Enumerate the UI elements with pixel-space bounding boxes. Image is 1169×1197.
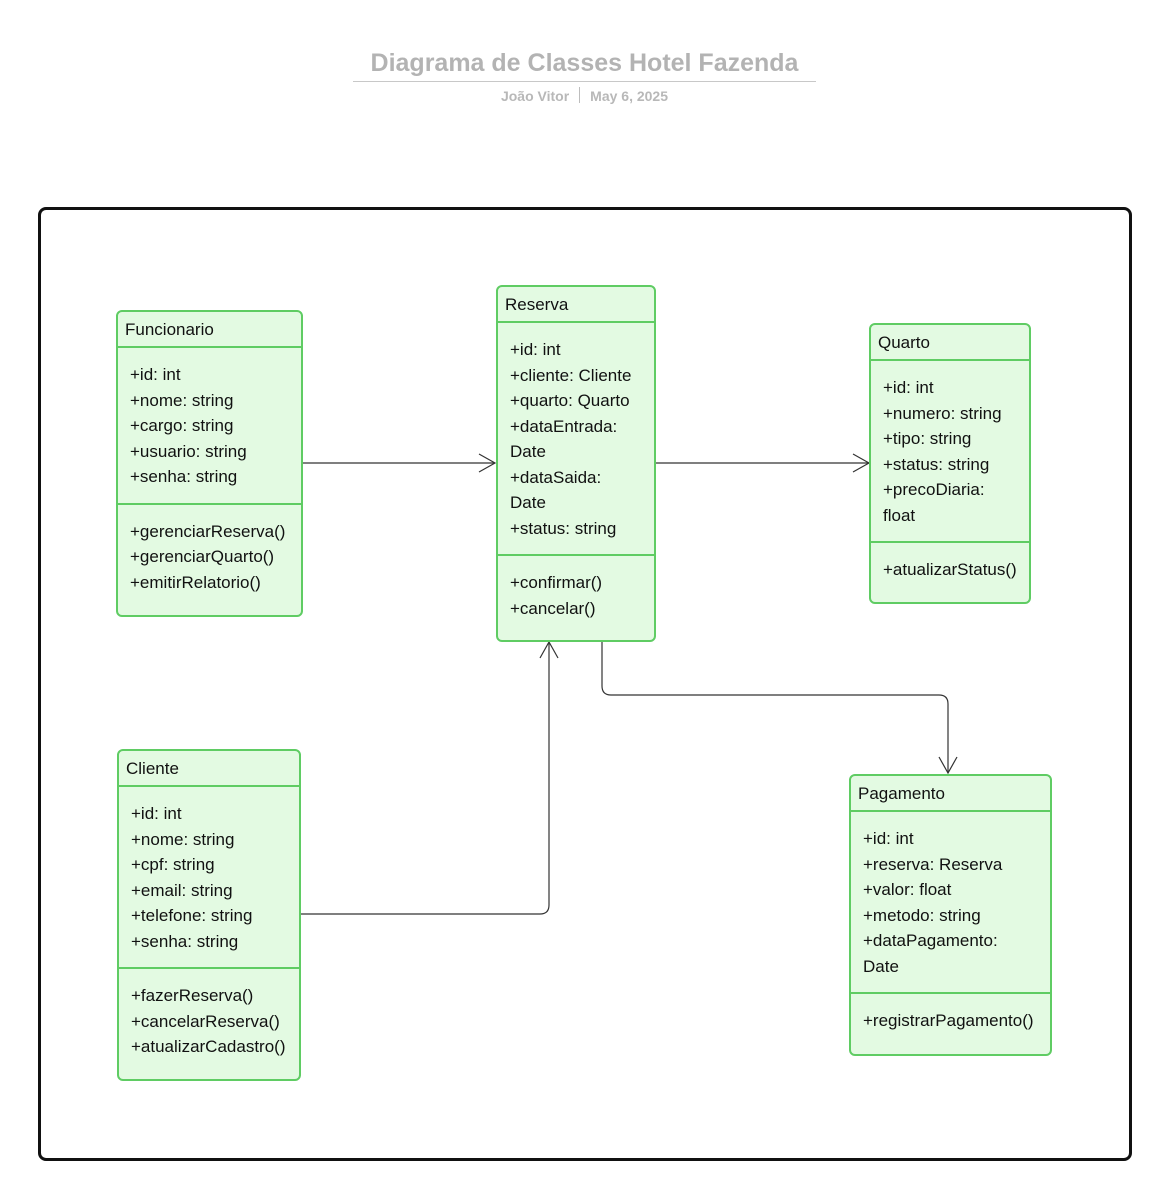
class-name: Pagamento — [851, 776, 1050, 812]
class-name: Cliente — [119, 751, 299, 787]
class-reserva[interactable]: Reserva +id: int +cliente: Cliente +quar… — [496, 285, 656, 642]
class-methods: +atualizarStatus() — [871, 543, 1029, 596]
method: +cancelar() — [510, 598, 596, 618]
attribute: +id: int — [883, 378, 934, 397]
class-methods: +registrarPagamento() — [851, 994, 1050, 1047]
attribute: +dataPagamento: — [863, 931, 998, 950]
attribute: +dataSaida: — [510, 467, 602, 487]
diagram-title: Diagrama de Classes Hotel Fazenda — [352, 46, 817, 82]
class-attributes: +id: int +nome: string +cargo: string +u… — [118, 348, 301, 505]
attribute: +senha: string — [131, 931, 239, 951]
method: +emitirRelatorio() — [130, 572, 261, 592]
attribute: +id: int — [863, 829, 914, 848]
class-name: Reserva — [498, 287, 654, 323]
attribute: +id: int — [131, 804, 182, 823]
method: +gerenciarReserva() — [130, 521, 286, 541]
method: +gerenciarQuarto() — [130, 547, 275, 566]
attribute: +tipo: string — [883, 429, 972, 448]
class-name: Quarto — [871, 325, 1029, 361]
attribute: +numero: string — [883, 403, 1002, 423]
attribute: +reserva: Reserva — [863, 854, 1003, 874]
class-methods: +confirmar() +cancelar() — [498, 556, 654, 634]
attribute: +precoDiaria: — [883, 480, 985, 499]
attribute: +status: string — [883, 454, 990, 474]
attribute: Date — [863, 956, 899, 976]
attribute: +id: int — [130, 365, 181, 384]
class-quarto[interactable]: Quarto +id: int +numero: string +tipo: s… — [869, 323, 1031, 604]
attribute: +valor: float — [863, 880, 952, 899]
class-methods: +fazerReserva() +cancelarReserva() +atua… — [119, 969, 299, 1073]
attribute: +senha: string — [130, 467, 238, 486]
attribute: +cliente: Cliente — [510, 365, 632, 385]
attribute: Date — [510, 442, 546, 461]
diagram-header: Diagrama de Classes Hotel Fazenda João V… — [0, 46, 1169, 105]
attribute: +telefone: string — [131, 906, 253, 925]
method: +cancelarReserva() — [131, 1011, 280, 1031]
attribute: float — [883, 505, 916, 525]
attribute: +id: int — [510, 340, 561, 359]
attribute: +nome: string — [131, 829, 235, 849]
class-methods: +gerenciarReserva() +gerenciarQuarto() +… — [118, 505, 301, 609]
class-cliente[interactable]: Cliente +id: int +nome: string +cpf: str… — [117, 749, 301, 1081]
attribute: +status: string — [510, 518, 617, 538]
diagram-frame — [38, 207, 1132, 1161]
class-name: Funcionario — [118, 312, 301, 348]
meta-separator — [579, 87, 581, 104]
attribute: +usuario: string — [130, 441, 247, 461]
class-attributes: +id: int +reserva: Reserva +valor: float… — [851, 812, 1050, 994]
attribute: Date — [510, 493, 546, 512]
method: +fazerReserva() — [131, 986, 254, 1005]
attribute: +nome: string — [130, 390, 234, 410]
attribute: +cargo: string — [130, 416, 234, 435]
diagram-date: May 6, 2025 — [590, 88, 669, 104]
method: +atualizarStatus() — [883, 560, 1017, 579]
attribute: +metodo: string — [863, 905, 981, 925]
diagram-meta: João Vitor May 6, 2025 — [0, 87, 1169, 105]
class-attributes: +id: int +numero: string +tipo: string +… — [871, 361, 1029, 543]
class-attributes: +id: int +nome: string +cpf: string +ema… — [119, 787, 299, 969]
attribute: +email: string — [131, 880, 233, 900]
class-pagamento[interactable]: Pagamento +id: int +reserva: Reserva +va… — [849, 774, 1052, 1056]
method: +atualizarCadastro() — [131, 1037, 286, 1056]
class-attributes: +id: int +cliente: Cliente +quarto: Quar… — [498, 323, 654, 556]
attribute: +cpf: string — [131, 855, 215, 874]
method: +confirmar() — [510, 573, 603, 592]
author-name: João Vitor — [500, 88, 570, 104]
attribute: +quarto: Quarto — [510, 391, 630, 410]
class-funcionario[interactable]: Funcionario +id: int +nome: string +carg… — [116, 310, 303, 617]
attribute: +dataEntrada: — [510, 416, 618, 436]
method: +registrarPagamento() — [863, 1011, 1034, 1030]
